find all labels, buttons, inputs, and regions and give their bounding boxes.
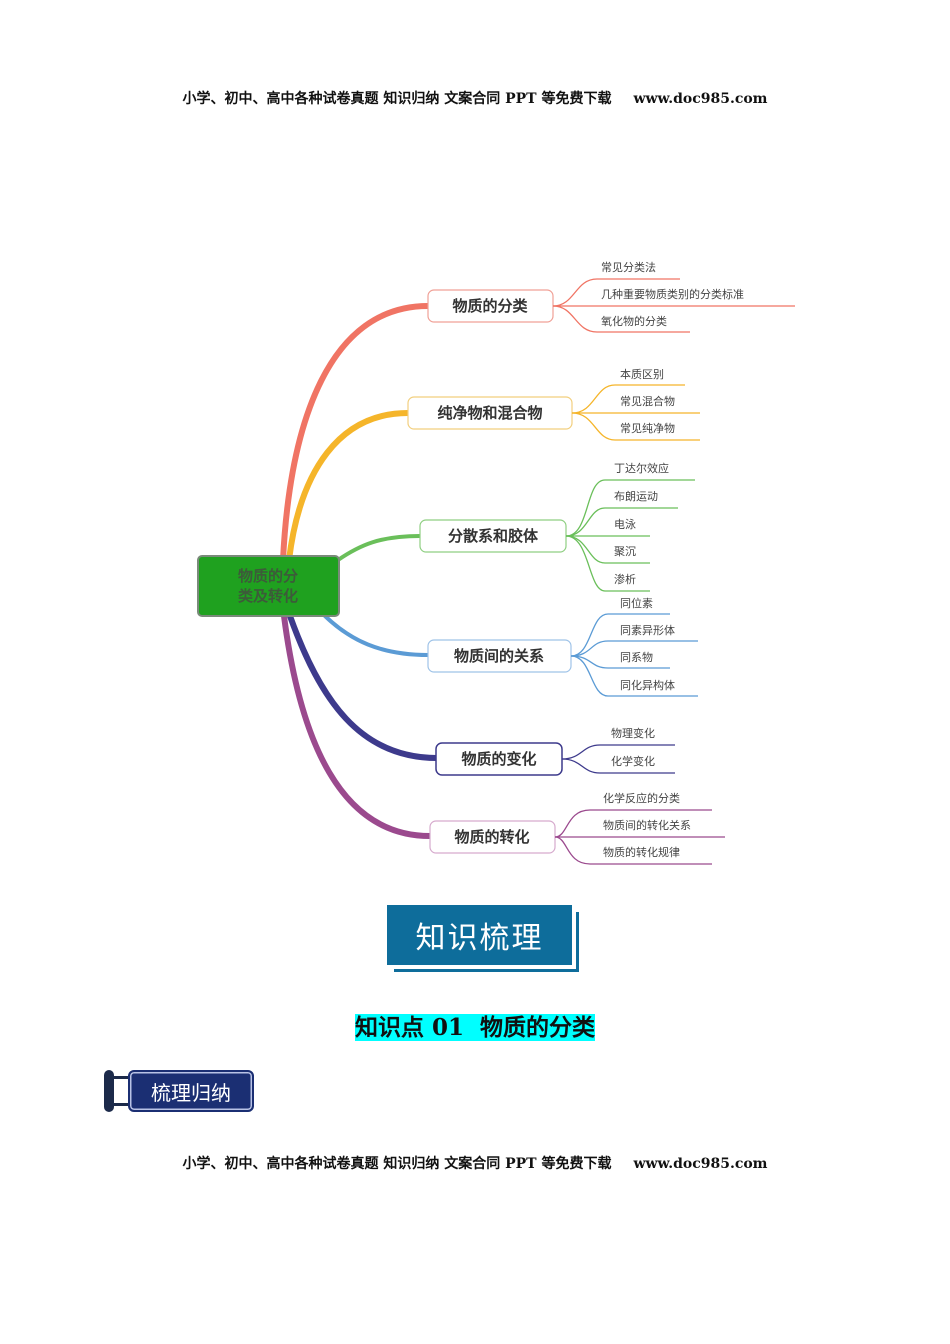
- leaf-item[interactable]: 聚沉: [614, 545, 636, 558]
- leaf-item[interactable]: 本质区别: [620, 367, 664, 381]
- page-footer: 小学、初中、高中各种试卷真题 知识归纳 文案合同 PPT 等免费下载 www.do…: [0, 1153, 950, 1173]
- footer-site-link[interactable]: www.doc985.com: [633, 1156, 768, 1172]
- mindmap-root-node[interactable]: 物质的分 类及转化: [197, 555, 340, 617]
- leaf-item[interactable]: 氧化物的分类: [601, 314, 667, 328]
- branch-node-relationships[interactable]: 物质间的关系: [427, 639, 572, 673]
- leaf-item[interactable]: 物理变化: [611, 726, 655, 740]
- branch-connector-2: [286, 410, 411, 563]
- branch-node-pure-mixture[interactable]: 纯净物和混合物: [407, 396, 573, 430]
- leaf-item[interactable]: 同化异构体: [620, 678, 675, 692]
- branch-label: 物质的分类: [452, 297, 528, 315]
- branch-connector-3: [336, 534, 422, 562]
- leaf-item[interactable]: 同素异形体: [620, 623, 675, 637]
- root-label-line1: 物质的分: [238, 567, 298, 585]
- branch-connector-6: [281, 613, 433, 839]
- leaf-item[interactable]: 丁达尔效应: [614, 461, 669, 475]
- header-text: 小学、初中、高中各种试卷真题 知识归纳 文案合同 PPT 等免费下载: [182, 91, 612, 107]
- tag-tick-bottom: [112, 1103, 130, 1106]
- branch-label: 纯净物和混合物: [437, 404, 542, 422]
- footer-text: 小学、初中、高中各种试卷真题 知识归纳 文案合同 PPT 等免费下载: [182, 1156, 612, 1172]
- tag-tick-top: [112, 1076, 130, 1079]
- branch-label: 分散系和胶体: [448, 527, 539, 545]
- leaf-item[interactable]: 常见混合物: [620, 394, 675, 408]
- branch-node-changes[interactable]: 物质的变化: [435, 742, 563, 776]
- subsection-tag: 梳理归纳: [104, 1070, 254, 1112]
- knowledge-point-heading: 知识点 01 物质的分类: [0, 1008, 950, 1042]
- banner-label: 知识梳理: [415, 921, 544, 956]
- leaf-item[interactable]: 同位素: [620, 596, 653, 610]
- branch-label: 物质的变化: [461, 750, 536, 768]
- leaf-item[interactable]: 化学反应的分类: [603, 791, 680, 805]
- subsection-tag-label: 梳理归纳: [128, 1070, 254, 1112]
- header-site-link[interactable]: www.doc985.com: [633, 91, 768, 107]
- leaf-item[interactable]: 电泳: [614, 517, 636, 531]
- page-header: 小学、初中、高中各种试卷真题 知识归纳 文案合同 PPT 等免费下载 www.do…: [0, 88, 950, 108]
- leaf-item[interactable]: 常见分类法: [601, 260, 656, 274]
- branch-connector-4: [323, 614, 430, 657]
- branch-connector-1: [280, 303, 431, 563]
- knowledge-point-title: 物质的分类: [480, 1014, 596, 1041]
- leaf-item[interactable]: 渗析: [614, 572, 636, 586]
- branch-connector-5: [287, 613, 440, 761]
- section-banner: 知识梳理: [387, 905, 572, 965]
- mind-map: 物质的分 类及转化 物质的分类 常见分类法 几种重要物质类别的分类标准 氧化物的…: [197, 260, 795, 865]
- knowledge-point-prefix: 知识点 01: [354, 1014, 464, 1041]
- branch-label: 物质的转化: [454, 828, 529, 846]
- branch-label: 物质间的关系: [454, 647, 544, 665]
- leaf-item[interactable]: 常见纯净物: [620, 421, 675, 435]
- leaf-item[interactable]: 同系物: [620, 650, 653, 664]
- leaf-item[interactable]: 物质的转化规律: [603, 845, 680, 859]
- tag-bracket-decoration: [104, 1070, 114, 1112]
- branch-node-classification[interactable]: 物质的分类: [427, 289, 554, 323]
- leaf-item[interactable]: 几种重要物质类别的分类标准: [601, 287, 744, 301]
- leaf-item[interactable]: 布朗运动: [614, 490, 658, 503]
- root-label-line2: 类及转化: [238, 587, 298, 605]
- leaf-item[interactable]: 物质间的转化关系: [603, 818, 691, 832]
- branch-node-transformation[interactable]: 物质的转化: [429, 820, 556, 854]
- branch-node-dispersion-colloid[interactable]: 分散系和胶体: [419, 519, 567, 553]
- leaf-item[interactable]: 化学变化: [611, 754, 655, 768]
